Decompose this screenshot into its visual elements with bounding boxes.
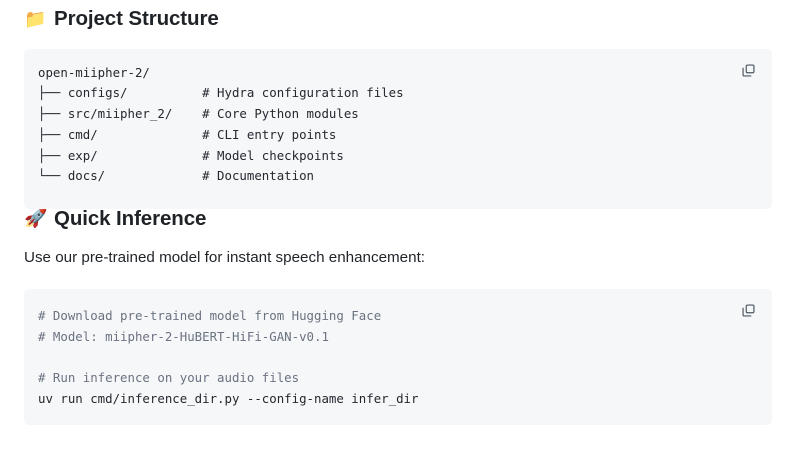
code-line: ├── exp/ # Model checkpoints xyxy=(38,147,344,163)
code-block-project-structure: open-miipher-2/ ├── configs/ # Hydra conf… xyxy=(24,48,772,209)
code-line: # Download pre-trained model from Huggin… xyxy=(38,307,382,323)
code-line: open-miipher-2/ xyxy=(38,64,150,80)
code-line: └── docs/ # Documentation xyxy=(38,168,315,184)
code-line: ├── cmd/ # CLI entry points xyxy=(38,126,337,142)
copy-button-project-structure[interactable] xyxy=(738,61,758,81)
copy-icon xyxy=(741,303,756,318)
section-heading-project-structure: 📁 Project Structure xyxy=(24,0,772,30)
code-line: ├── src/miipher_2/ # Core Python modules xyxy=(38,106,359,122)
code-block-quick-inference: # Download pre-trained model from Huggin… xyxy=(24,288,772,425)
code-line: ├── configs/ # Hydra configuration files xyxy=(38,85,404,101)
code-content-quick-inference[interactable]: # Download pre-trained model from Huggin… xyxy=(38,306,758,410)
code-line: uv run cmd/inference_dir.py --config-nam… xyxy=(38,390,419,406)
section-title: Quick Inference xyxy=(54,206,207,230)
code-line: # Model: miipher-2-HuBERT-HiFi-GAN-v0.1 xyxy=(38,328,329,344)
section-heading-quick-inference: 🚀 Quick Inference xyxy=(24,206,772,230)
intro-paragraph: Use our pre-trained model for instant sp… xyxy=(24,249,426,266)
code-content-project-structure[interactable]: open-miipher-2/ ├── configs/ # Hydra conf… xyxy=(38,63,758,188)
copy-icon xyxy=(741,63,756,78)
page-title: Project Structure xyxy=(54,7,219,30)
rocket-icon: 🚀 xyxy=(24,208,48,230)
code-line-blank xyxy=(38,347,758,368)
folder-icon: 📁 xyxy=(24,9,47,30)
code-line: # Run inference on your audio files xyxy=(38,370,300,386)
copy-button-quick-inference[interactable] xyxy=(738,301,758,321)
